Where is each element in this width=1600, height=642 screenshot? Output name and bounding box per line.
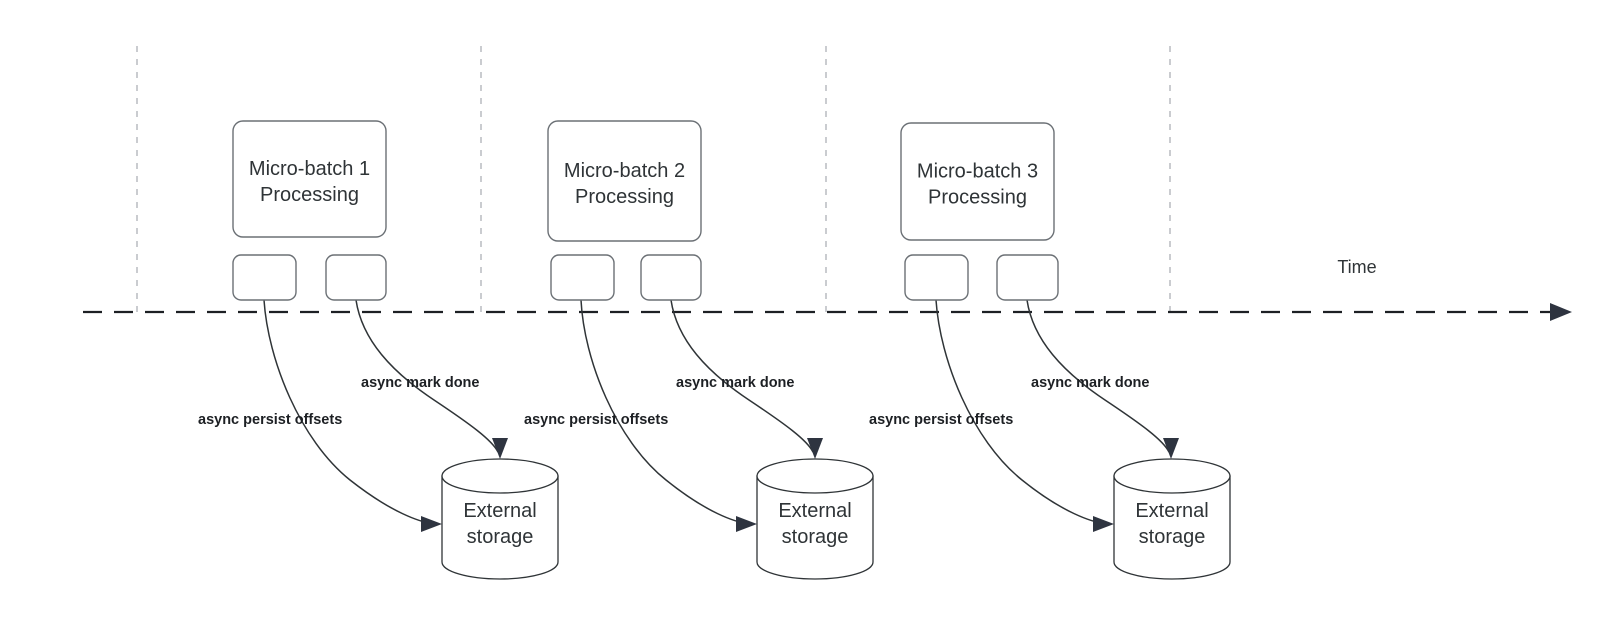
micro-batch-1-storage-top-icon	[441, 458, 559, 494]
micro-batch-3-async-persist-offsets-edge-arrow-icon	[1093, 516, 1114, 532]
micro-batch-1-async-mark-done-edge	[355, 299, 499, 453]
micro-batch-3-storage-label-line2: storage	[1139, 526, 1206, 548]
time-axis-label: Time	[1337, 257, 1376, 277]
micro-batch-2-title-line1: Micro-batch 2	[564, 160, 685, 182]
micro-batch-2-async-persist-offsets-edge-arrow-icon	[736, 516, 757, 532]
micro-batch-3-async-mark-done-edge-label: async mark done	[1031, 375, 1149, 391]
micro-batch-1-title-line2: Processing	[260, 184, 359, 206]
micro-batch-3-async-persist-offsets-edge-label: async persist offsets	[869, 412, 1013, 428]
micro-batch-2-mark-done-task[interactable]	[640, 254, 702, 301]
micro-batch-2-storage-label-line1: External	[778, 500, 851, 522]
micro-batch-1-storage-label-line2: storage	[467, 526, 534, 548]
micro-batch-2-box[interactable]	[547, 120, 702, 242]
micro-batch-2-storage-body[interactable]	[756, 475, 874, 580]
micro-batch-1-mark-done-task[interactable]	[325, 254, 387, 301]
micro-batch-1-box[interactable]	[232, 120, 387, 238]
micro-batch-1-persist-offsets-task[interactable]	[232, 254, 297, 301]
micro-batch-1-storage-label-line1: External	[463, 500, 536, 522]
micro-batch-2-async-mark-done-edge	[670, 299, 814, 453]
micro-batch-1-storage-body[interactable]	[441, 475, 559, 580]
micro-batch-2-storage-label-line2: storage	[782, 526, 849, 548]
micro-batch-1-title-line1: Micro-batch 1	[249, 158, 370, 180]
timeline-axis	[83, 303, 1572, 321]
micro-batch-3-title-line1: Micro-batch 3	[917, 161, 1038, 183]
micro-batch-3-storage-label-line1: External	[1135, 500, 1208, 522]
micro-batch-2-async-mark-done-edge-label: async mark done	[676, 375, 794, 391]
micro-batch-1-async-mark-done-edge-label: async mark done	[361, 375, 479, 391]
micro-batch-2-async-mark-done-edge-arrow-icon	[807, 438, 823, 459]
micro-batch-2-async-persist-offsets-edge	[580, 299, 750, 525]
micro-batch-3-storage-top-icon	[1113, 458, 1231, 494]
micro-batch-3-mark-done-task[interactable]	[996, 254, 1059, 301]
edge-label-layer: async persist offsets async mark done asyn…	[198, 375, 1149, 428]
micro-batch-2-persist-offsets-task[interactable]	[550, 254, 615, 301]
micro-batch-2-async-persist-offsets-edge-label: async persist offsets	[524, 412, 668, 428]
micro-batch-1-async-mark-done-edge-arrow-icon	[492, 438, 508, 459]
edge-layer	[263, 299, 1179, 532]
micro-batch-2-storage-top-icon	[756, 458, 874, 494]
micro-batch-2-title-line2: Processing	[575, 186, 674, 208]
timeline-arrow-icon	[1550, 303, 1572, 321]
micro-batch-3-async-persist-offsets-edge	[935, 299, 1107, 525]
micro-batch-3-title-line2: Processing	[928, 187, 1027, 209]
micro-batch-3-async-mark-done-edge	[1026, 299, 1170, 453]
micro-batch-3-persist-offsets-task[interactable]	[904, 254, 969, 301]
micro-batch-3-async-mark-done-edge-arrow-icon	[1163, 438, 1179, 459]
micro-batch-1-async-persist-offsets-edge	[263, 299, 435, 525]
micro-batch-1-async-persist-offsets-edge-arrow-icon	[421, 516, 442, 532]
node-layer: Micro-batch 1ProcessingExternalstorageMi…	[232, 120, 1231, 580]
timeline-boundary-ticks	[136, 46, 1171, 312]
micro-batch-1-async-persist-offsets-edge-label: async persist offsets	[198, 412, 342, 428]
micro-batch-3-box[interactable]	[900, 122, 1055, 241]
micro-batch-3-storage-body[interactable]	[1113, 475, 1231, 580]
